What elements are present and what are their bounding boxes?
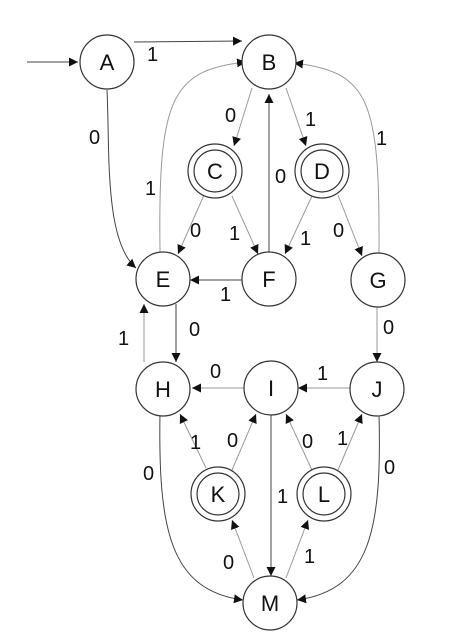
edge-label-K-I: 0 bbox=[227, 430, 238, 452]
state-label-F: F bbox=[262, 267, 275, 292]
edge-label-D-F: 1 bbox=[300, 228, 311, 250]
state-H: H bbox=[135, 361, 191, 417]
edge-label-E-H: 0 bbox=[189, 319, 200, 341]
state-L: L bbox=[296, 466, 352, 522]
state-A: A bbox=[79, 34, 135, 90]
edge-label-D-G: 0 bbox=[333, 220, 344, 242]
edge-label-C-F: 1 bbox=[229, 223, 240, 245]
edge-C-E bbox=[177, 194, 205, 255]
edge-H-M bbox=[159, 411, 244, 604]
edge-E-B bbox=[159, 58, 247, 253]
state-B: B bbox=[241, 34, 297, 90]
edge-K-I bbox=[231, 413, 257, 471]
edge-K-H bbox=[179, 413, 207, 469]
edge-label-A-B: 1 bbox=[147, 44, 158, 66]
state-label-J: J bbox=[372, 377, 383, 402]
edge-label-F-B: 0 bbox=[275, 166, 286, 188]
edge-label-E-B: 1 bbox=[145, 178, 156, 200]
states: A B C D E F G H bbox=[79, 34, 406, 631]
edge-C-F bbox=[231, 195, 259, 255]
edge-A-B bbox=[133, 36, 243, 46]
edge-J-M bbox=[296, 413, 380, 604]
state-label-G: G bbox=[369, 268, 386, 293]
edge-D-F bbox=[284, 195, 313, 255]
edge-labels: 1 0 0 1 0 1 1 0 1 0 0 1 1 0 1 0 0 1 1 0 … bbox=[89, 44, 395, 574]
edge-label-I-H: 0 bbox=[210, 361, 221, 383]
edge-L-J bbox=[337, 413, 363, 471]
edge-label-H-E: 1 bbox=[118, 328, 129, 350]
state-label-M: M bbox=[261, 591, 279, 616]
state-K: K bbox=[190, 466, 246, 522]
state-F: F bbox=[241, 251, 297, 307]
edge-label-J-I: 1 bbox=[317, 363, 328, 385]
state-label-E: E bbox=[156, 267, 171, 292]
state-C: C bbox=[187, 143, 243, 199]
edge-label-M-K: 0 bbox=[223, 552, 234, 574]
state-J: J bbox=[349, 361, 405, 417]
edge-B-D bbox=[285, 87, 308, 147]
state-E: E bbox=[135, 251, 191, 307]
state-M: M bbox=[242, 575, 298, 631]
edge-M-L bbox=[285, 519, 310, 579]
edge-label-F-E: 1 bbox=[220, 284, 231, 306]
edge-label-A-E: 0 bbox=[89, 127, 100, 149]
edge-label-B-D: 1 bbox=[305, 109, 316, 131]
state-label-L: L bbox=[318, 482, 330, 507]
edge-L-I bbox=[285, 413, 313, 471]
edge-label-K-H: 1 bbox=[190, 432, 201, 454]
edge-label-H-M: 0 bbox=[143, 463, 154, 485]
edge-label-J-M: 0 bbox=[384, 457, 395, 479]
edge-label-G-B: 1 bbox=[376, 128, 387, 150]
edge-M-K bbox=[230, 519, 255, 579]
state-label-C: C bbox=[207, 159, 223, 184]
edge-G-B bbox=[293, 59, 380, 255]
edge-label-I-M: 1 bbox=[277, 486, 288, 508]
edge-label-C-E: 0 bbox=[190, 220, 201, 242]
state-label-B: B bbox=[262, 50, 277, 75]
state-label-H: H bbox=[155, 377, 171, 402]
edge-label-G-J: 0 bbox=[383, 317, 394, 339]
edges bbox=[106, 36, 382, 604]
state-label-I: I bbox=[268, 376, 274, 401]
edge-label-L-I: 0 bbox=[302, 431, 313, 453]
state-label-K: K bbox=[211, 482, 226, 507]
edge-label-B-C: 0 bbox=[225, 105, 236, 127]
state-label-D: D bbox=[314, 159, 330, 184]
edge-label-L-J: 1 bbox=[337, 428, 348, 450]
state-G: G bbox=[350, 252, 406, 308]
edge-label-M-L: 1 bbox=[304, 546, 315, 568]
edge-A-E bbox=[106, 89, 137, 269]
state-label-A: A bbox=[100, 50, 115, 75]
edge-B-C bbox=[232, 87, 253, 147]
state-I: I bbox=[243, 360, 299, 416]
state-D: D bbox=[294, 143, 350, 199]
edge-D-G bbox=[337, 194, 363, 257]
